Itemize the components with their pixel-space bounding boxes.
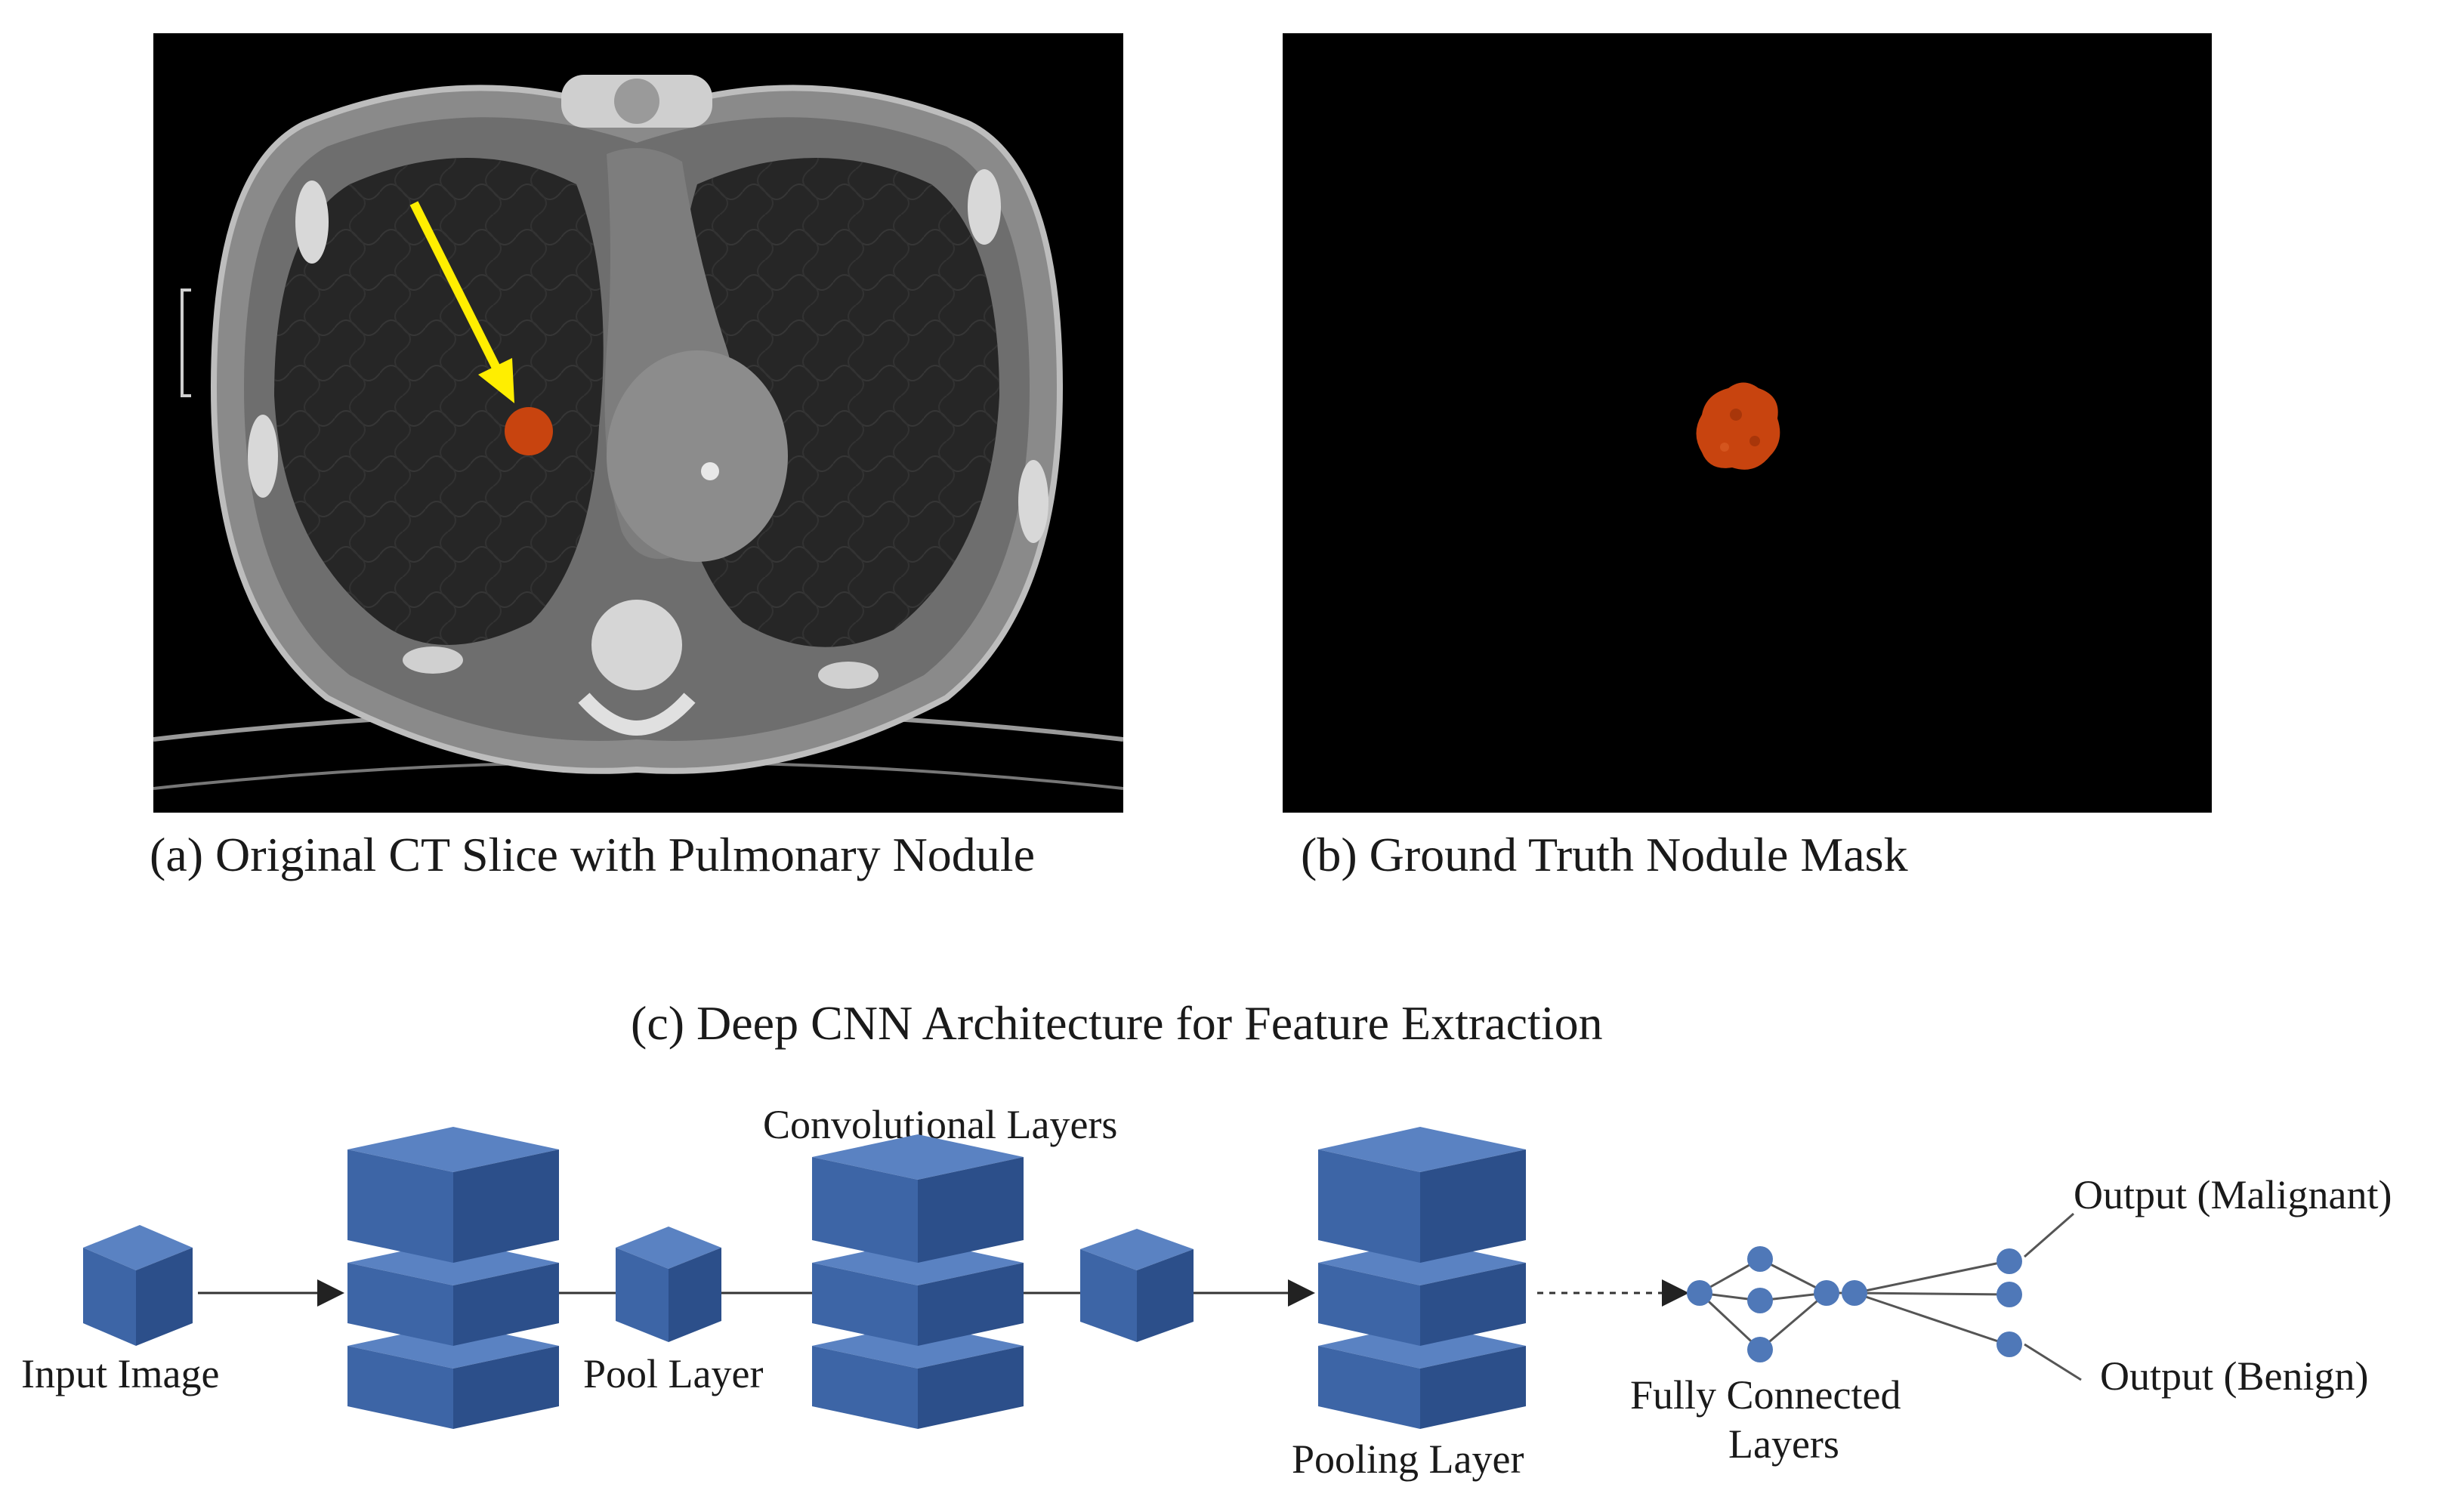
pool-cube-small-2 (1080, 1229, 1194, 1342)
ct-slice-panel (153, 33, 1124, 813)
pool-cube-small (616, 1227, 721, 1342)
conv-stack-2 (812, 1134, 1024, 1429)
pooling-stack (1318, 1127, 1526, 1429)
output-node (1996, 1248, 2022, 1274)
fc-node (1747, 1337, 1773, 1362)
fc-node (1814, 1280, 1839, 1306)
fc-node (1687, 1280, 1712, 1306)
fc-node (1842, 1280, 1867, 1306)
nodule-mask (1696, 382, 1780, 470)
label-fc-line1: Fully Connected (1630, 1372, 1901, 1418)
output-node (1996, 1282, 2022, 1307)
input-cube (83, 1225, 193, 1346)
fc-node (1747, 1246, 1773, 1272)
cnn-diagram: Input Image Pool Layer Convolutional Lay… (21, 1102, 2392, 1482)
mask-panel (1283, 33, 2212, 813)
caption-b: (b) Ground Truth Nodule Mask (1301, 828, 1908, 881)
label-fc-line2: Layers (1728, 1421, 1839, 1467)
ct-slice-image (153, 75, 1124, 790)
output-node (1996, 1331, 2022, 1357)
arrow-pointer (409, 201, 502, 372)
label-input-image: Input Image (21, 1351, 219, 1396)
cnn-title: (c) Deep CNN Architecture for Feature Ex… (631, 996, 1603, 1050)
label-output-malignant: Output (Malignant) (2074, 1172, 2392, 1217)
mask-image (1696, 382, 1780, 470)
label-pooling-layer: Pooling Layer (1292, 1436, 1524, 1482)
nodule-marker (505, 407, 553, 455)
label-pool-layer: Pool Layer (583, 1351, 763, 1396)
label-output-benign: Output (Benign) (2100, 1353, 2368, 1399)
conv-stack-1 (347, 1127, 559, 1429)
fc-node (1747, 1288, 1773, 1313)
caption-a: (a) Original CT Slice with Pulmonary Nod… (150, 828, 1035, 881)
